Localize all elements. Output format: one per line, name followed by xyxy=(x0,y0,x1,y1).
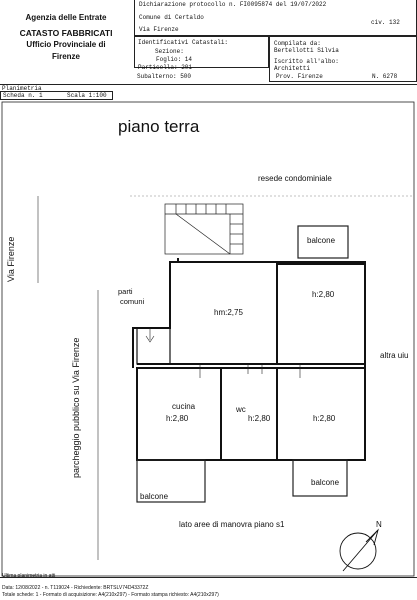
north-label: N xyxy=(376,520,382,529)
agency-logo-block: Agenzia delle Entrate CATASTO FABBRICATI… xyxy=(0,0,132,68)
balcone-bottom-right xyxy=(292,459,348,497)
foglio-text: Foglio: 14 xyxy=(156,56,193,63)
parcheggio-label: parcheggio pubblico su Via Firenze xyxy=(71,337,81,478)
header-rule xyxy=(0,84,417,85)
balcone-top-label: balcone xyxy=(307,236,336,245)
apartment-walls xyxy=(132,258,366,461)
north-arrow-icon xyxy=(339,528,379,572)
footer-rule xyxy=(0,577,417,578)
via-firenze-label: Via Firenze xyxy=(6,236,16,282)
balcone-bottom-left-label: balcone xyxy=(140,492,169,501)
scala-text: Scala 1:100 xyxy=(67,92,107,99)
wc-label: wc xyxy=(236,405,246,414)
via-text: Via Firenze xyxy=(139,26,179,33)
subalterno-text: Subalterno: 500 xyxy=(137,73,192,80)
balcone-bottom-left xyxy=(136,459,206,503)
numero-text: N. 6278 xyxy=(372,73,398,80)
comuni-label: comuni xyxy=(120,297,145,306)
cucina-label: cucina xyxy=(172,402,196,411)
particella-text: Particella: 201 xyxy=(138,64,193,71)
room-main-height: hm:2,75 xyxy=(214,308,243,317)
declaration-text: Dichiarazione protocollo n. FI0095874 de… xyxy=(139,1,327,8)
office-name: Ufficio Provinciale di xyxy=(26,40,106,49)
resede-label: resede condominiale xyxy=(258,174,332,183)
declaration-box: Dichiarazione protocollo n. FI0095874 de… xyxy=(134,0,417,36)
scheda-box: Scheda n. 1 Scala 1:100 xyxy=(0,91,113,100)
balcone-top xyxy=(297,225,349,259)
office-city: Firenze xyxy=(51,52,80,61)
sezione-text: Sezione: xyxy=(155,48,184,55)
floor-plan xyxy=(1,101,415,577)
wc-height: h:2,80 xyxy=(248,414,271,423)
footer-line-1: Ultima planimetria in atti xyxy=(2,573,56,579)
balcone-bottom-right-label: balcone xyxy=(311,478,340,487)
parti-comuni-area xyxy=(136,327,171,365)
footer-line-2: Data: 12/08/2022 - n. T119024 - Richiede… xyxy=(2,585,149,591)
planimetria-label: Planimetria xyxy=(2,85,42,92)
identificativi-label: Identificativi Catastali: xyxy=(138,39,229,46)
agency-name: Agenzia delle Entrate xyxy=(25,13,107,22)
altra-uiu-label: altra uiu xyxy=(380,351,409,360)
albo-text: Architetti xyxy=(274,65,311,72)
compilata-label: Compilata da: xyxy=(274,40,321,47)
parti-label: parti xyxy=(118,287,133,296)
staircase xyxy=(164,203,244,255)
plan-title: piano terra xyxy=(118,117,200,136)
compilata-name: Bertellotti Silvia xyxy=(274,47,339,54)
door-marks xyxy=(145,328,301,378)
scheda-text: Scheda n. 1 xyxy=(3,92,43,99)
civ-text: civ. 132 xyxy=(371,19,400,26)
identificativi-box: Identificativi Catastali: Sezione: Fogli… xyxy=(134,36,269,71)
cucina-height: h:2,80 xyxy=(166,414,189,423)
sheet-frame xyxy=(1,101,415,577)
iscritto-label: Iscritto all'albo: xyxy=(274,58,339,65)
cadastre-name: CATASTO FABBRICATI xyxy=(19,28,113,38)
prov-text: Prov. Firenze xyxy=(276,73,323,80)
room-top-right-height: h:2,80 xyxy=(312,290,335,299)
comune-text: Comune di Certaldo xyxy=(139,14,204,21)
room-bottom-right-height: h:2,80 xyxy=(313,414,336,423)
lato-label: lato aree di manovra piano s1 xyxy=(179,520,285,529)
footer-line-3: Totale schede: 1 - Formato di acquisizio… xyxy=(2,592,219,598)
